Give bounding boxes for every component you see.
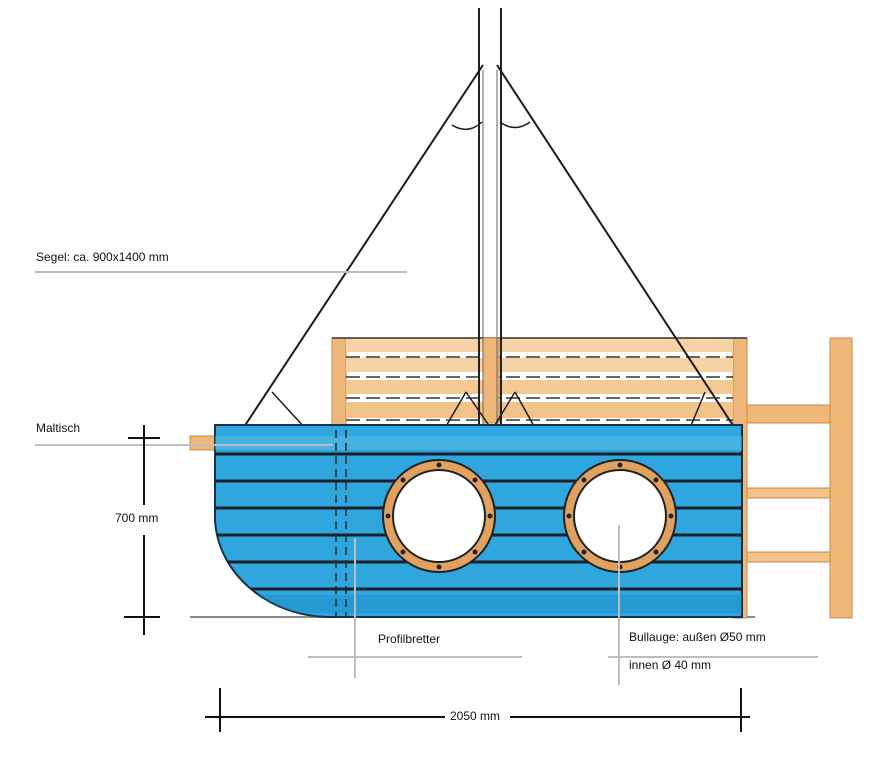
width-dimension [205, 688, 750, 732]
height-dimension [124, 425, 160, 635]
sail-label: Segel: ca. 900x1400 mm [36, 250, 169, 264]
width-label: 2050 mm [447, 709, 504, 723]
mast [478, 8, 502, 425]
porthole-outer-label: Bullauge: außen Ø50 mm [629, 630, 766, 644]
height-label: 700 mm [112, 511, 162, 525]
porthole-left [382, 459, 496, 573]
boards-label: Profilbretter [378, 632, 441, 646]
porthole-inner-label: innen Ø 40 mm [629, 658, 712, 672]
leader-lines [35, 271, 818, 685]
ladder [746, 337, 853, 619]
rigging [239, 64, 739, 434]
table-label: Maltisch [36, 421, 81, 435]
